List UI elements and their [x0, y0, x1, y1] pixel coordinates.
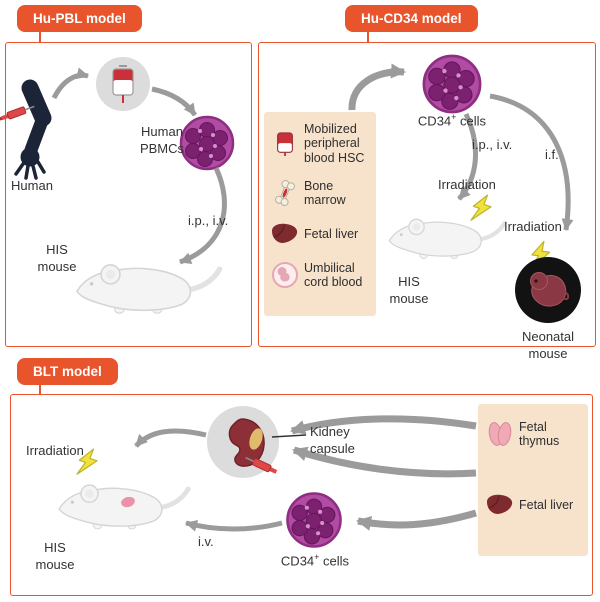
source-item-fetal-thymus: Fetal thymus [485, 418, 581, 450]
source-item-mobilized-pbsc: Mobilized peripheral blood HSC [270, 122, 370, 165]
fetal-liver-icon [485, 492, 515, 518]
blood-bag-icon [96, 57, 150, 111]
his-mouse-icon [389, 219, 505, 258]
cd34-cells-label: CD34+ cells [280, 552, 350, 569]
fetal-liver-icon [270, 221, 300, 247]
source-label: Fetal thymus [519, 419, 560, 448]
transplanted-kidney-spot [121, 496, 135, 508]
source-label: Mobilized peripheral blood HSC [304, 122, 365, 165]
arrow-pbmcs-to-mouse [179, 166, 227, 265]
route-iv-label: i.v. [198, 534, 214, 549]
badge-connector [367, 31, 369, 42]
his-mouse-icon [59, 485, 188, 529]
source-label: Fetal liver [304, 226, 359, 241]
arrow-cells-to-neonatal-mouse [489, 93, 574, 231]
human-pbmcs-label: Human PBMCs [139, 124, 185, 156]
kidney-icon [207, 406, 279, 478]
hu-cd34-model-badge: Hu-CD34 model [345, 5, 478, 32]
arrow-sources-to-cd34-cells [348, 63, 406, 111]
kidney-capsule-pointer-line [271, 434, 307, 438]
his-mouse-label: HIS mouse [37, 242, 77, 274]
badge-connector [39, 383, 41, 394]
source-label: Bone marrow [304, 178, 346, 208]
source-label: Fetal liver [519, 497, 574, 512]
arrow-bloodbag-to-pbmcs [151, 86, 198, 117]
syringe-icon [245, 456, 278, 474]
arrow-cells-to-his-mouse [457, 112, 478, 201]
human-arm-icon [14, 79, 52, 180]
route-ip-iv-label: i.p., i.v. [188, 213, 229, 228]
irradiation-label: Irradiation [26, 443, 84, 458]
cd34-cells-label: CD34+ cells [417, 112, 487, 129]
his-mouse-label: HIS mouse [389, 274, 429, 306]
irradiation-label: Irradiation [438, 177, 496, 192]
hsc-source-box: Mobilized peripheral blood HSC Bone marr… [264, 112, 376, 316]
lightning-bolt-icon [468, 191, 495, 226]
irradiation-label: Irradiation [504, 219, 562, 234]
human-label: Human [11, 178, 53, 193]
source-item-fetal-liver: Fetal liver [485, 492, 581, 518]
badge-connector [39, 31, 41, 42]
hu-pbl-model-badge: Hu-PBL model [17, 5, 142, 32]
source-item-fetal-liver: Fetal liver [270, 221, 370, 247]
blt-source-box: Fetal thymus Fetal liver [478, 404, 588, 556]
blt-model-badge: BLT model [17, 358, 118, 385]
arrow-thymus-to-kidney [290, 415, 477, 435]
fetal-thymus-icon [485, 418, 515, 450]
arrow-liver-to-kidney [292, 446, 477, 478]
cd34-cells-icon [286, 492, 342, 548]
his-mouse-label: HIS mouse [35, 540, 75, 572]
source-item-umbilical-cord-blood: Umbilical cord blood [270, 260, 370, 290]
route-if-label: i.f. [545, 147, 559, 162]
arrow-liver-to-cd34-cells [356, 509, 477, 531]
arrow-cells-to-mouse-iv [185, 520, 283, 532]
cd34-cells-icon [422, 54, 482, 114]
route-ip-iv-label: i.p., i.v. [472, 137, 513, 152]
arrow-human-to-bloodbag [51, 67, 89, 100]
neonatal-mouse-icon [515, 257, 581, 323]
umbilical-cord-blood-icon [270, 260, 300, 290]
syringe-icon [0, 105, 35, 121]
bone-marrow-icon [270, 178, 300, 208]
source-item-bone-marrow: Bone marrow [270, 178, 370, 208]
kidney-capsule-label: Kidney capsule [310, 424, 355, 456]
source-label: Umbilical cord blood [304, 260, 363, 290]
neonatal-mouse-label: Neonatal mouse [521, 329, 575, 361]
his-mouse-icon [77, 265, 220, 313]
arrow-kidney-to-mouse [134, 428, 207, 448]
blood-hsc-icon [270, 130, 300, 158]
